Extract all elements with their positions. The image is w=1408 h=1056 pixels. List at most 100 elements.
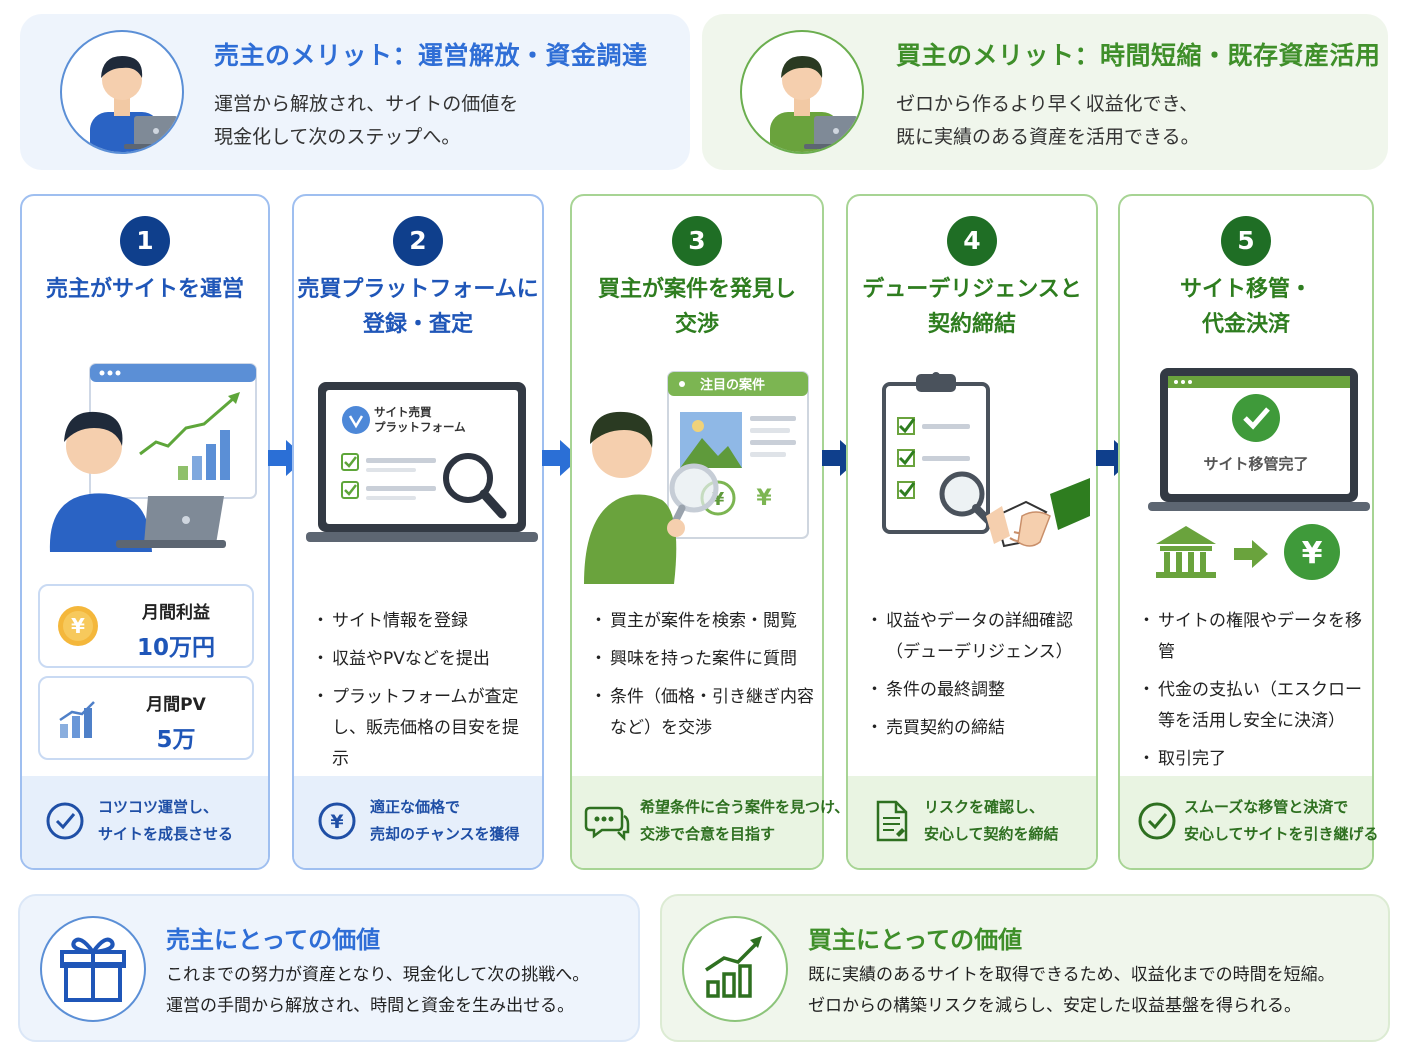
- step-2-footer: ¥ 適正な価格で 売却のチャンスを獲得: [294, 776, 542, 868]
- step-3-bullet: 興味を持った案件に質問: [590, 644, 814, 675]
- step-5-title: サイト移管・ 代金決済: [1120, 272, 1372, 342]
- seller-value-line2: 運営の手間から解放され、時間と資金を生み出せる。: [166, 996, 575, 1016]
- svg-text:¥: ¥: [330, 811, 343, 833]
- seller-value-card: 売主にとっての価値 これまでの努力が資産となり、現金化して次の挑戦へ。 運営の手…: [18, 894, 640, 1042]
- step-3-footer-line2: 交渉で合意を目指す: [640, 825, 776, 843]
- step-2-bullet: プラットフォームが査定し、販売価格の目安を提示: [312, 682, 534, 775]
- growth-chart-icon-circle: [682, 916, 788, 1022]
- step-3-title-line2: 交渉: [674, 312, 719, 337]
- step-4-footer-line2: 安心して契約を締結: [924, 825, 1059, 843]
- seller-value-line1: これまでの努力が資産となり、現金化して次の挑戦へ。: [166, 965, 590, 985]
- step-5-bullets: サイトの権限やデータを移管 代金の支払い（エスクロー等を活用し安全に決済） 取引…: [1138, 606, 1364, 782]
- step-1-title-line1: 売主がサイトを運営: [45, 277, 244, 302]
- step-4-bullet: 条件の最終調整: [866, 675, 1088, 706]
- step-3-illustration: 注目の案件 ¥ ¥: [578, 368, 816, 588]
- seller-merit-line1: 運営から解放され、サイトの価値を: [214, 93, 519, 115]
- gift-icon-circle: [40, 916, 146, 1022]
- step-1-number: 1: [120, 216, 170, 266]
- check-circle-icon: [46, 802, 84, 840]
- step-4-bullet: 売買契約の締結: [866, 713, 1088, 744]
- step-3-card: 3 買主が案件を発見し 交渉 注目の案件 ¥ ¥ 買: [570, 194, 849, 870]
- step-3-title: 買主が案件を発見し 交渉: [572, 272, 822, 342]
- buyer-value-card: 買主にとっての価値 既に実績のあるサイトを取得できるため、収益化までの時間を短縮…: [660, 894, 1390, 1042]
- transfer-complete-label: サイト移管完了: [1203, 455, 1308, 473]
- step-3-title-line1: 買主が案件を発見し: [597, 277, 796, 302]
- step-1-title: 売主がサイトを運営: [22, 272, 268, 307]
- step-4-title-line1: デューデリジェンスと: [862, 277, 1082, 302]
- featured-listing-label: 注目の案件: [700, 377, 765, 393]
- step-4-bullets: 収益やデータの詳細確認（デューデリジェンス） 条件の最終調整 売買契約の締結: [866, 606, 1088, 751]
- step-5-footer: スムーズな移管と決済で 安心してサイトを引き継げる: [1120, 776, 1379, 868]
- step-2-number: 2: [393, 216, 443, 266]
- growth-chart-icon: [705, 936, 762, 998]
- step-2-footer-text: 適正な価格で 売却のチャンスを獲得: [370, 794, 520, 848]
- svg-text:¥: ¥: [71, 614, 85, 638]
- step-3-bullet: 条件（価格・引き継ぎ内容など）を交渉: [590, 682, 814, 744]
- svg-text:¥: ¥: [756, 486, 772, 511]
- step-2-card: 2 売買プラットフォームに 登録・査定 サイト売買 プラットフォーム サイト情報…: [292, 194, 544, 870]
- step-5-footer-line1: スムーズな移管と決済で: [1184, 798, 1349, 816]
- buyer-merit-title: 買主のメリット：時間短縮・既存資産活用: [896, 41, 1381, 70]
- metric-pv-label: 月間PV: [146, 695, 206, 715]
- step-3-bullets: 買主が案件を検索・閲覧 興味を持った案件に質問 条件（価格・引き継ぎ内容など）を…: [590, 606, 814, 751]
- step-4-title: デューデリジェンスと 契約締結: [848, 272, 1096, 342]
- step-2-title-line2: 登録・査定: [362, 312, 473, 337]
- check-circle-icon: [1138, 802, 1176, 840]
- metric-monthly-pv: 月間PV 5万: [38, 676, 254, 760]
- platform-name-line1: サイト売買: [374, 405, 432, 419]
- buyer-value-line1: 既に実績のあるサイトを取得できるため、収益化までの時間を短縮。: [808, 965, 1335, 985]
- step-4-title-line2: 契約締結: [927, 312, 1016, 337]
- seller-merit-text: 運営から解放され、サイトの価値を 現金化して次のステップへ。: [214, 88, 518, 154]
- step-1-footer: コツコツ運営し、 サイトを成長させる: [22, 776, 268, 868]
- bar-chart-icon: [59, 701, 95, 738]
- step-2-bullets: サイト情報を登録 収益やPVなどを提出 プラットフォームが査定し、販売価格の目安…: [312, 606, 534, 782]
- seller-merit-title: 売主のメリット：運営解放・資金調達: [214, 41, 648, 70]
- step-5-title-line1: サイト移管・: [1179, 277, 1312, 302]
- step-3-bullet: 買主が案件を検索・閲覧: [590, 606, 814, 637]
- seller-merit-line2: 現金化して次のステップへ。: [214, 126, 461, 148]
- step-5-illustration: サイト移管完了 ¥: [1126, 364, 1370, 588]
- buyer-merit-line1: ゼロから作るより早く収益化でき、: [896, 93, 1199, 115]
- step-3-number: 3: [672, 216, 722, 266]
- metric-profit-value: 10万円: [136, 635, 215, 661]
- step-2-illustration: サイト売買 プラットフォーム: [300, 378, 538, 554]
- document-icon: [876, 800, 908, 842]
- metric-pv-value: 5万: [156, 727, 196, 753]
- step-5-number: 5: [1221, 216, 1271, 266]
- step-5-card: 5 サイト移管・ 代金決済 サイト移管完了 ¥ サイトの権限やデータを移管 代金…: [1118, 194, 1379, 870]
- step-2-bullet: サイト情報を登録: [312, 606, 534, 637]
- seller-avatar: [60, 30, 184, 154]
- yen-circle-icon: ¥: [318, 802, 356, 840]
- buyer-value-text: 既に実績のあるサイトを取得できるため、収益化までの時間を短縮。 ゼロからの構築リ…: [808, 960, 1335, 1022]
- step-1-footer-line2: サイトを成長させる: [98, 825, 234, 843]
- buyer-merit-text: ゼロから作るより早く収益化でき、 既に実績のある資産を活用できる。: [896, 88, 1200, 154]
- metric-monthly-profit: ¥ 月間利益 10万円: [38, 584, 254, 668]
- step-4-footer-text: リスクを確認し、 安心して契約を締結: [924, 794, 1059, 848]
- step-1-illustration: [28, 356, 262, 556]
- buyer-merit-line2: 既に実績のある資産を活用できる。: [896, 126, 1200, 148]
- step-1-footer-line1: コツコツ運営し、: [98, 798, 219, 816]
- seller-value-text: これまでの努力が資産となり、現金化して次の挑戦へ。 運営の手間から解放され、時間…: [166, 960, 589, 1022]
- step-3-footer-text: 希望条件に合う案件を見つけ、 交渉で合意を目指す: [640, 794, 849, 848]
- step-4-card: 4 デューデリジェンスと 契約締結 収益やデータの詳細確認（デューデリジェ: [846, 194, 1098, 870]
- step-1-footer-text: コツコツ運営し、 サイトを成長させる: [98, 794, 233, 848]
- step-3-footer: 希望条件に合う案件を見つけ、 交渉で合意を目指す: [572, 776, 849, 868]
- gift-icon: [60, 937, 126, 1002]
- step-2-title: 売買プラットフォームに 登録・査定: [294, 272, 542, 342]
- buyer-value-title: 買主にとっての価値: [808, 926, 1023, 954]
- metric-profit-label: 月間利益: [142, 603, 210, 623]
- seller-value-title: 売主にとっての価値: [166, 926, 381, 954]
- buyer-merit-card: 買主のメリット：時間短縮・既存資産活用 ゼロから作るより早く収益化でき、 既に実…: [702, 14, 1388, 170]
- yen-coin-icon: ¥: [58, 606, 98, 646]
- step-5-title-line2: 代金決済: [1201, 312, 1290, 337]
- chat-bubbles-icon: [584, 806, 630, 842]
- svg-text:¥: ¥: [1302, 536, 1323, 571]
- step-5-bullet: 代金の支払い（エスクロー等を活用し安全に決済）: [1138, 675, 1364, 737]
- step-4-footer-line1: リスクを確認し、: [924, 798, 1045, 816]
- step-2-title-line1: 売買プラットフォームに: [297, 277, 539, 302]
- platform-name-line2: プラットフォーム: [374, 420, 466, 434]
- buyer-avatar: [740, 30, 864, 154]
- step-5-bullet: サイトの権限やデータを移管: [1138, 606, 1364, 668]
- step-4-number: 4: [947, 216, 997, 266]
- buyer-value-line2: ゼロからの構築リスクを減らし、安定した収益基盤を得られる。: [808, 996, 1301, 1016]
